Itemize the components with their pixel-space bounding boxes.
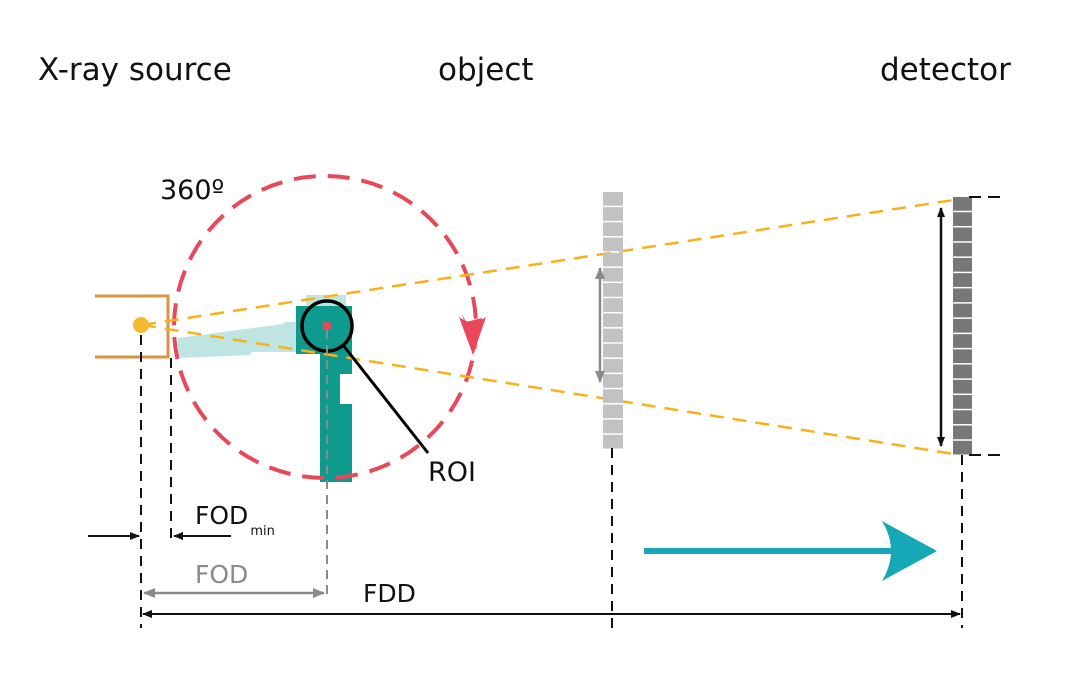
label-fod-min: FODmin	[195, 501, 275, 539]
beam-upper	[141, 197, 961, 327]
detector-far-segment	[953, 318, 972, 333]
detector-near-segment	[603, 434, 623, 449]
detector-near-segment	[603, 389, 623, 403]
detector-near-segment	[603, 343, 623, 358]
roi-center	[322, 321, 332, 331]
detector-far-segment	[953, 364, 972, 379]
detector-far-segment	[953, 440, 972, 455]
detector-far-segment	[953, 197, 972, 211]
detector-far-segment	[953, 288, 972, 303]
detector-near-segment	[603, 358, 623, 373]
detector-near-segment	[603, 404, 623, 419]
detector-far-segment	[953, 410, 972, 425]
detector-near-segment	[603, 298, 623, 312]
detector-near-segment	[603, 328, 623, 343]
detector-far-segment	[953, 257, 972, 272]
roi-leader	[341, 344, 430, 454]
detector-far-segment	[953, 242, 972, 257]
detector-far-segment	[953, 425, 972, 440]
detector-near	[603, 192, 623, 449]
label-object: object	[438, 52, 534, 88]
detector-far-segment	[953, 379, 972, 394]
fod-min-subscript: min	[250, 524, 275, 539]
object-dark	[296, 306, 352, 482]
label-detector: detector	[880, 52, 1011, 88]
label-xray-source: X-ray source	[38, 52, 232, 88]
label-roi: ROI	[428, 457, 476, 488]
move-arrow-icon	[882, 521, 937, 581]
detector-near-segment	[603, 252, 623, 267]
fod-min-main: FOD	[195, 501, 248, 530]
detector-far-segment	[953, 212, 972, 226]
detector-far-segment	[953, 227, 972, 242]
label-rotation: 360º	[160, 175, 224, 206]
source-housing	[95, 294, 170, 359]
detector-near-segment	[603, 313, 623, 328]
beam-lower	[141, 323, 961, 457]
detector-near-segment	[603, 237, 623, 252]
detector-near-segment	[603, 267, 623, 282]
detector-far-segment	[953, 349, 972, 364]
detector-near-segment	[603, 192, 623, 206]
label-fdd: FDD	[363, 579, 416, 608]
focal-spot	[133, 317, 149, 333]
detector-far	[953, 197, 972, 455]
detector-near-segment	[603, 222, 623, 237]
detector-far-segment	[953, 395, 972, 409]
detector-near-segment	[603, 419, 623, 434]
detector-far-segment	[953, 273, 972, 287]
detector-far-segment	[953, 334, 972, 348]
label-fod: FOD	[195, 560, 248, 589]
detector-near-segment	[603, 374, 623, 388]
detector-far-segment	[953, 303, 972, 318]
detector-near-segment	[603, 207, 623, 221]
detector-near-segment	[603, 283, 623, 297]
